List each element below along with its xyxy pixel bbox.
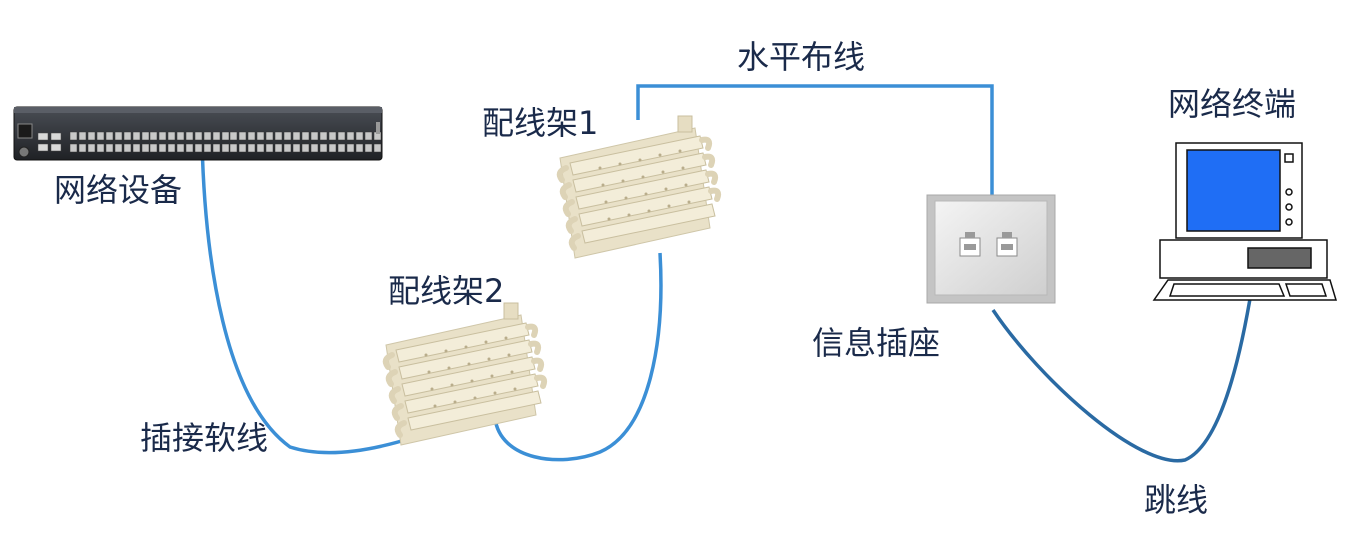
network-switch-icon (13, 106, 383, 161)
patch-panel-2-label: 配线架2 (388, 272, 504, 310)
info-outlet-label: 信息插座 (812, 324, 940, 362)
jumper-label: 跳线 (1144, 481, 1208, 519)
patch-panel-2-icon (386, 303, 544, 445)
network-device-label: 网络设备 (54, 171, 182, 209)
patch-panel-1-label: 配线架1 (482, 104, 598, 142)
patch-cord-label: 插接软线 (140, 419, 268, 457)
horizontal-cabling-label: 水平布线 (737, 38, 865, 76)
backbone-cable (493, 252, 663, 462)
horizontal-cable (636, 84, 994, 195)
network-terminal-label: 网络终端 (1168, 85, 1296, 123)
jumper-cable (991, 286, 1254, 463)
wall-outlet-icon (926, 194, 1056, 304)
patch-cord-cable (200, 141, 416, 455)
computer-terminal-icon (1152, 142, 1338, 301)
